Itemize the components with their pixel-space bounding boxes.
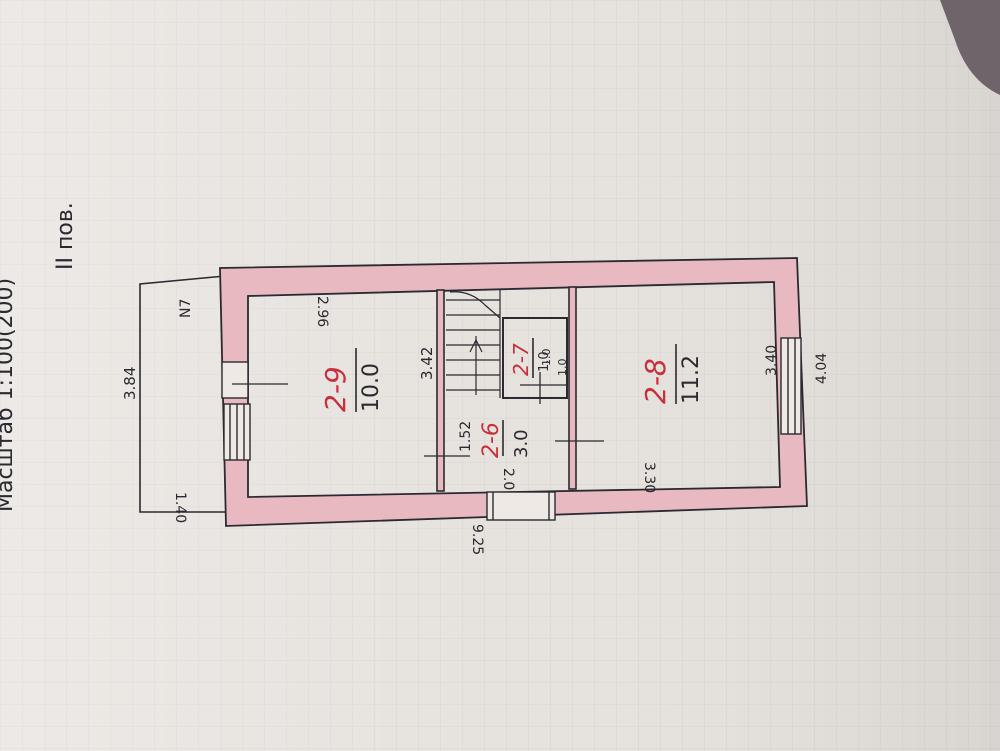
partitions — [436, 286, 577, 492]
scale-text-fragment: Масштаб 1:100(200) — [0, 278, 18, 512]
partition-right — [568, 286, 577, 490]
room-2-7-outline — [502, 317, 568, 399]
dim-room-2-7-d: 1.0 — [556, 359, 569, 377]
entrance-door-gap — [486, 491, 556, 521]
windows — [221, 337, 802, 521]
dim-corridor-width: 1.52 — [458, 421, 474, 452]
dim-balcony-width: 1.40 — [172, 492, 188, 523]
dim-corridor-depth: 2.0 — [500, 468, 516, 490]
room-2-6-area: 3.0 — [511, 429, 532, 458]
area-fraction-bars — [355, 338, 677, 456]
window-left-upper — [221, 361, 249, 399]
room-2-8-area: 11.2 — [679, 355, 704, 404]
dim-room-2-9-depth: 2.96 — [314, 296, 330, 327]
dim-overall-length: 4.04 — [814, 353, 830, 384]
partition-left — [436, 289, 445, 492]
room-2-8-id: 2-8 — [639, 358, 672, 404]
room-2-6-id: 2-6 — [479, 422, 504, 458]
dim-room-2-8-width: 3.40 — [764, 345, 780, 376]
room-2-7-id: 2-7 — [509, 343, 533, 376]
dim-room-2-7-w: 1.0 — [540, 349, 553, 367]
stair-direction-arrow — [469, 338, 483, 353]
dim-overall-width: 9.25 — [469, 524, 485, 555]
window-right — [780, 337, 802, 435]
room-2-9-area: 10.0 — [359, 363, 384, 412]
staircase — [446, 290, 501, 398]
room-2-7-area: 1.0 — [537, 351, 552, 372]
dimension-ticks — [232, 372, 604, 457]
balcony-mark: N7 — [178, 299, 194, 318]
dim-room-2-9-width: 3.42 — [418, 347, 436, 380]
floor-label: II пов. — [53, 202, 78, 270]
room-2-9-id: 2-9 — [319, 366, 352, 412]
balcony — [139, 275, 229, 513]
table-corner — [940, 0, 1000, 95]
dim-room-2-8-depth: 3.30 — [641, 462, 657, 493]
dim-balcony-length: 3.84 — [121, 367, 139, 400]
